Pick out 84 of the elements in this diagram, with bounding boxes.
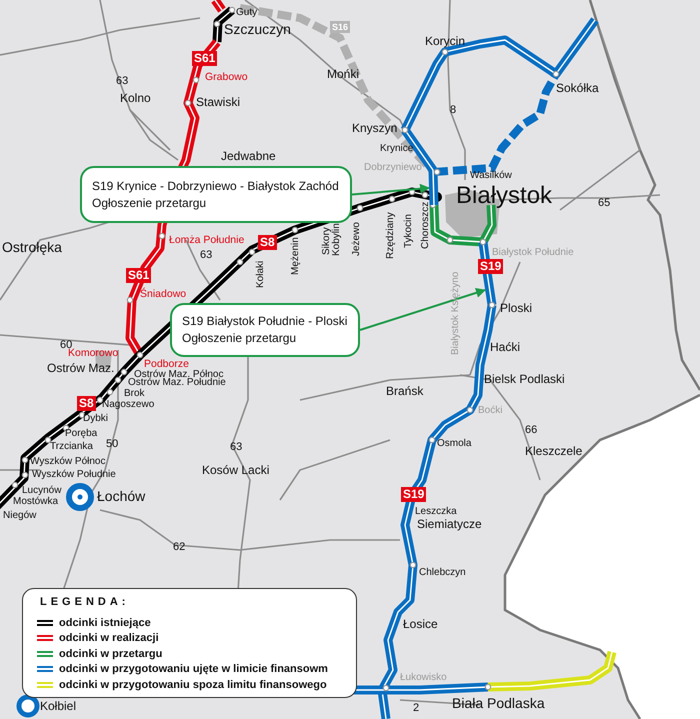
place-name: Osmola <box>437 438 472 449</box>
place-name: Białystok Księżyno <box>450 272 461 355</box>
place-name: Grabowo <box>205 72 248 84</box>
place-name: Poręba <box>65 428 98 439</box>
place-name: Mońki <box>327 68 360 82</box>
place-name: Haćki <box>490 341 520 354</box>
callout-text: Ogłoszenie przetargu <box>182 330 298 347</box>
place-name: Łukowisko <box>400 672 447 683</box>
place-name: Podborze <box>144 359 189 370</box>
place-name: Niegów <box>3 510 36 521</box>
road-number: 63 <box>116 75 128 88</box>
place-name: Śniadowo <box>140 289 186 301</box>
road-number: 65 <box>598 197 610 210</box>
place-name: Trzcianka <box>50 441 93 452</box>
place-name: Rzędziany <box>385 212 396 259</box>
arrow <box>352 184 430 196</box>
road-number: 63 <box>230 441 242 454</box>
road-number: 2 <box>413 702 420 714</box>
place-name: Krynice <box>380 143 414 154</box>
place-name: Wyszków Południe <box>32 469 116 480</box>
callout-box <box>80 166 352 223</box>
place-name: Korycin <box>425 35 466 48</box>
place-name: Sokółka <box>556 82 599 96</box>
place-name: Choroszcz <box>420 202 431 249</box>
place-name: Brok <box>124 388 145 399</box>
road-number-sign: S61 <box>192 51 218 66</box>
place-name: Jedwabne <box>221 150 276 164</box>
legend-title: LEGENDA: <box>40 596 130 608</box>
place-name: Kleszczele <box>525 445 582 458</box>
road-number-sign: S8 <box>258 235 277 250</box>
place-name: Dobrzyniewo <box>364 162 422 173</box>
legend-text: odcinki w realizacji <box>59 632 159 644</box>
place-name: Bielsk Podlaski <box>484 373 565 386</box>
place-name: Lucynów <box>22 485 62 496</box>
road-number: 8 <box>450 104 456 116</box>
place-name: Brańsk <box>386 385 424 398</box>
road-number: 66 <box>525 424 538 436</box>
place-name: Szczuczyn <box>224 22 291 38</box>
place-name: Ostrów Maz. Południe <box>128 377 226 388</box>
legend-text: odcinki w przygotowaniu ujęte w limicie finansowm <box>59 663 328 676</box>
place-name: Boćki <box>478 405 502 416</box>
road-number-sign: S19 <box>478 259 504 274</box>
road-number-sign: S61 <box>126 268 152 283</box>
place-name: Siemiatycze <box>417 518 482 532</box>
place-name: Komorowo <box>68 348 118 360</box>
callout-text: Ogłoszenie przetargu <box>92 194 208 212</box>
road-number-sign: S16 <box>330 21 350 33</box>
place-name: Mostówka <box>13 496 58 507</box>
place-name: Kołbiel <box>40 700 76 714</box>
place-name: Łochów <box>97 489 146 504</box>
place-name: Biała Podlaska <box>452 696 545 712</box>
place-name: Leszczka <box>415 506 457 517</box>
place-name: Białystok <box>456 183 552 210</box>
road-number: 63 <box>200 249 212 262</box>
place-name: Łosice <box>403 618 438 632</box>
place-name: Wyszków Północ <box>30 456 106 467</box>
road-number-sign: S19 <box>401 487 426 502</box>
arrow <box>360 288 486 331</box>
place-name: Kolno <box>120 92 151 106</box>
place-name: Mężenin <box>290 237 301 275</box>
callout-box <box>170 303 360 357</box>
place-name: Łomża Południe <box>169 235 244 247</box>
legend-text: odcinki istniejące <box>59 616 151 629</box>
place-name: Knyszyn <box>352 122 398 136</box>
place-name: Guty <box>236 7 258 18</box>
place-name: Ostrołęka <box>2 240 62 256</box>
place-name: Dybki <box>83 413 108 424</box>
place-name: Ploski <box>500 302 532 316</box>
place-name: Ostrów Maz. <box>47 362 114 376</box>
place-name: Nagoszewo <box>102 399 154 410</box>
road-number-sign: S8 <box>77 396 96 411</box>
road-number: 50 <box>106 438 118 450</box>
place-name: Białystok Południe <box>492 247 574 258</box>
place-name: Kołaki <box>255 260 266 288</box>
place-name: Chlebczyn <box>419 567 466 578</box>
place-name: Stawiski <box>196 96 240 110</box>
place-name: Jeżewo <box>351 222 362 256</box>
callout-text: S19 Krynice - Dobrzyniewo - Białystok Zachód <box>92 178 340 194</box>
place-name: Kosów Lacki <box>202 464 270 478</box>
place-name: Wasilków <box>470 170 512 181</box>
legend-text: odcinki w przetargu <box>59 648 162 660</box>
road-number: 62 <box>173 541 186 554</box>
callout-text: S19 Białystok Południe - Ploski <box>182 313 348 330</box>
legend-text: odcinki w przygotowaniu spoza limitu finansowego <box>59 678 327 691</box>
